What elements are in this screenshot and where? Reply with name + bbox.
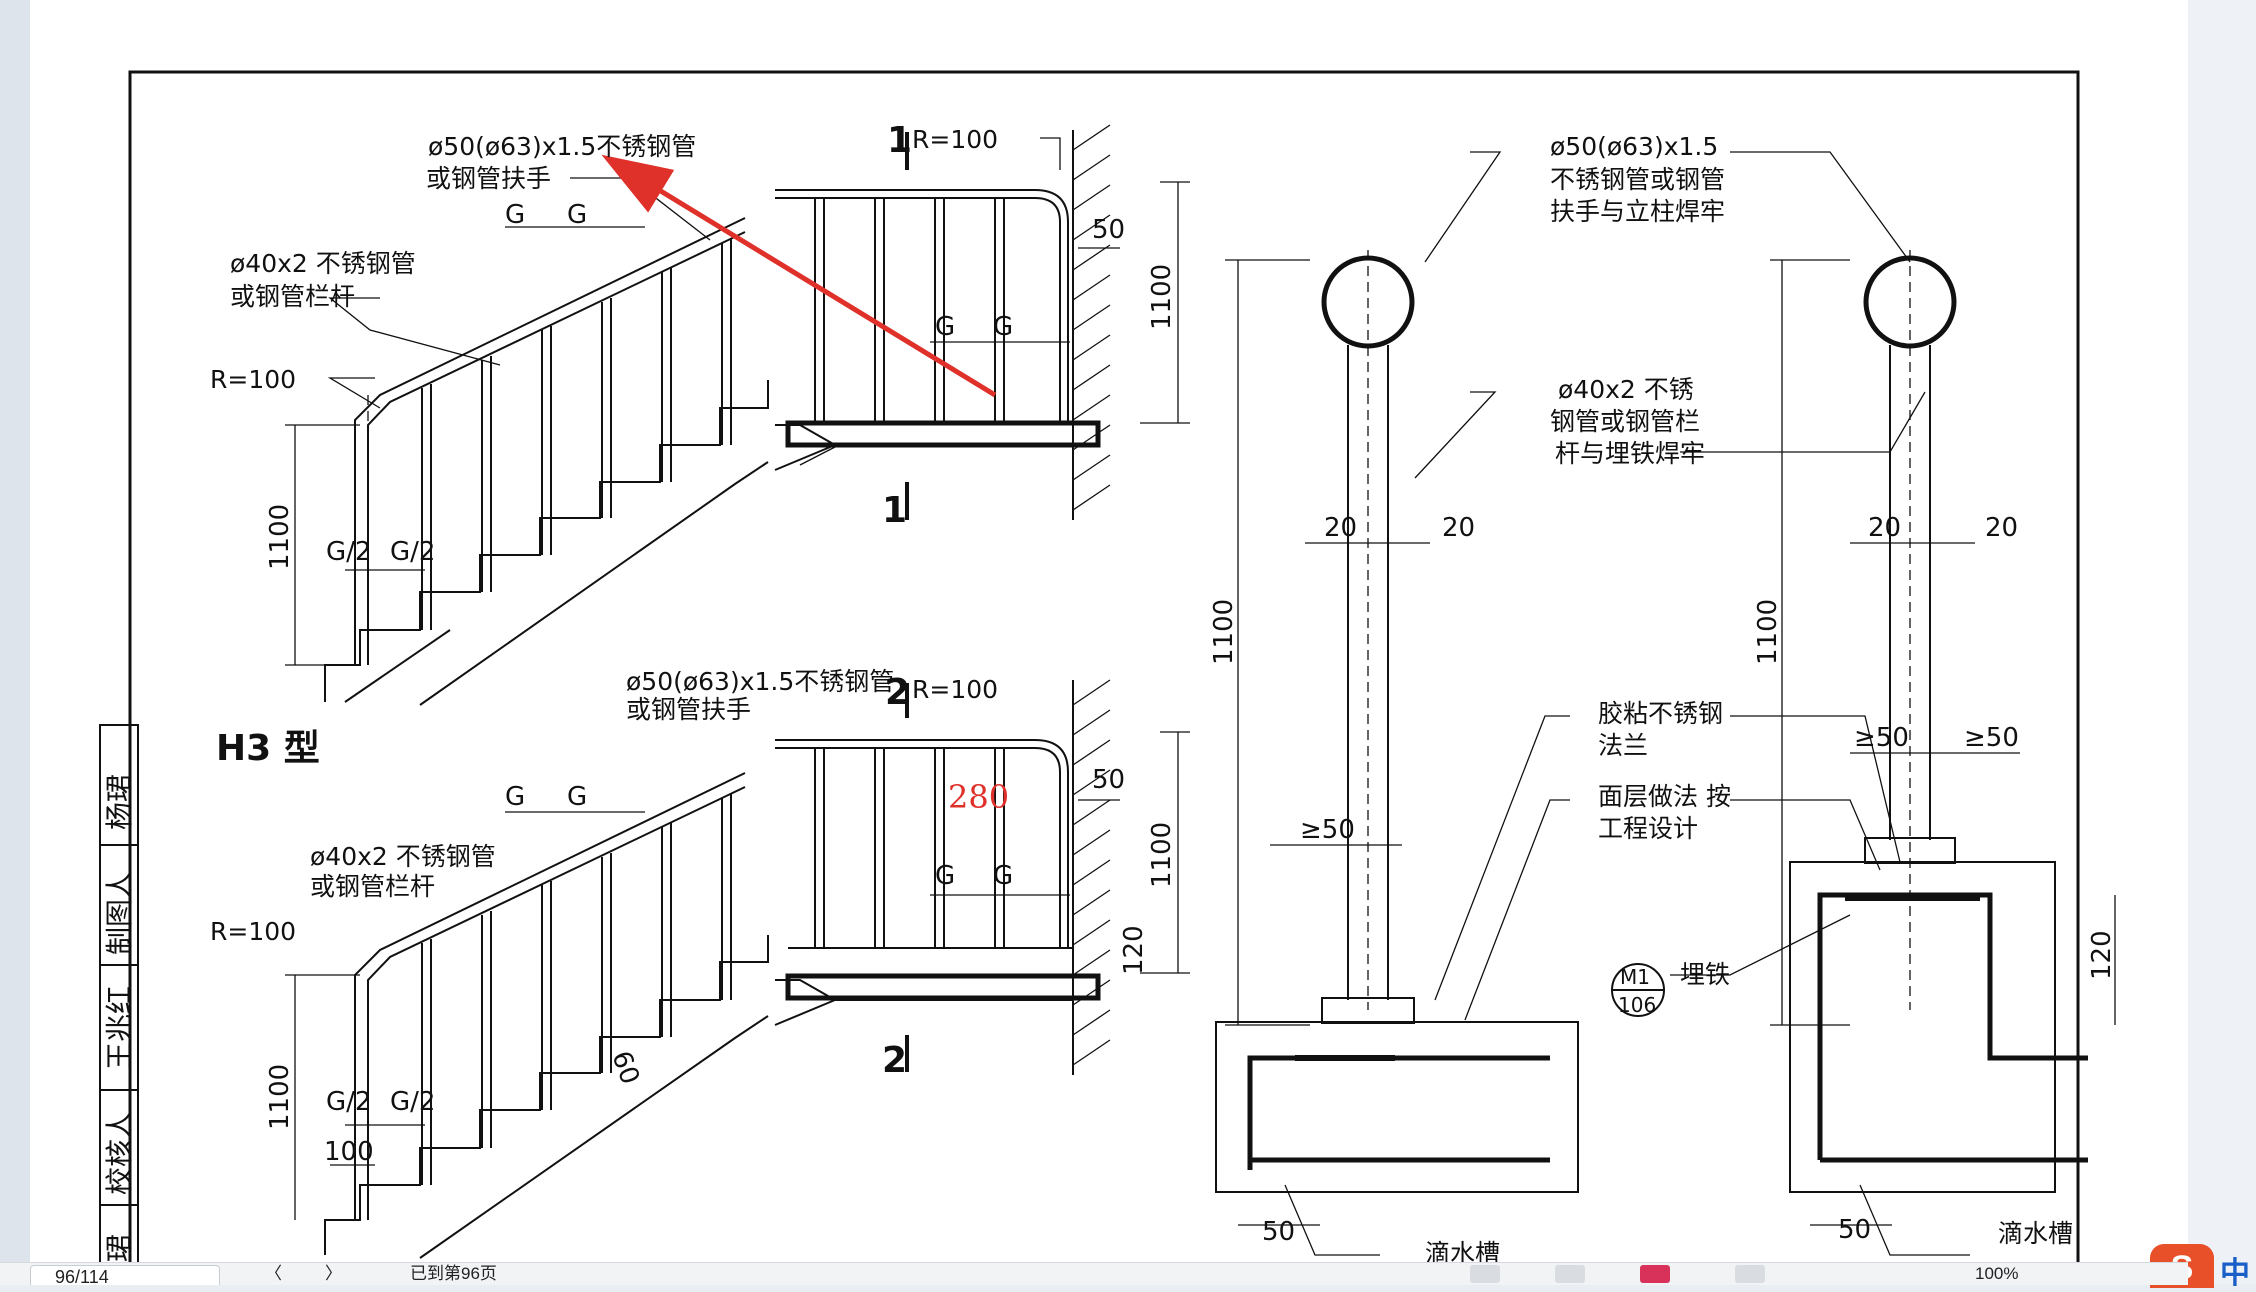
r100-b: R=100	[912, 125, 998, 154]
drawing-frame	[128, 70, 2080, 1262]
dim-50: 50	[1092, 765, 1125, 795]
goto-page-label: 已到第96页	[410, 1264, 497, 1283]
dim-20: 20	[1985, 513, 2018, 543]
viewer-toolbar: 96/114 〈 〉 已到第96页 100%	[0, 1262, 2188, 1285]
prev-page-button[interactable]: 〈	[265, 1264, 282, 1283]
dim-20: 20	[1442, 513, 1475, 543]
dim-50: 50	[1838, 1215, 1871, 1245]
double-page-view-button[interactable]	[1555, 1265, 1585, 1283]
r100-d: R=100	[912, 675, 998, 704]
titleblock-role-1: 制图人	[103, 871, 136, 955]
rail-spec-top-2: 或钢管扶手	[426, 164, 551, 193]
dim-g-half: G/2	[390, 537, 435, 567]
type-h3-label: H3 型	[216, 728, 320, 769]
embed-label: 埋铁	[1680, 960, 1730, 989]
dim-20: 20	[1324, 513, 1357, 543]
dim-g: G	[505, 782, 525, 812]
red-note: 280	[948, 778, 1009, 816]
right-bal-1: ø40x2 不锈	[1558, 375, 1694, 404]
post-detail-left	[1215, 250, 1579, 1226]
page-number-input[interactable]: 96/114	[30, 1265, 220, 1285]
drip-label-left: 滴水槽	[1425, 1239, 1500, 1262]
dim-g: G	[935, 312, 955, 342]
title-block: 杨珺 制图人 王兆红 校核人 珺	[99, 724, 139, 1262]
rail-spec-mid: ø50(ø63)x1.5不锈钢管	[626, 667, 894, 696]
dim-g-half: G/2	[326, 1087, 371, 1117]
viewer-right-strip	[2188, 0, 2256, 1284]
leader-lines	[327, 137, 1970, 1256]
top-stair-detail	[285, 124, 1190, 706]
dim-120: 120	[2087, 930, 2117, 980]
baluster-top: ø40x2 不锈钢管	[230, 249, 416, 278]
fit-page-button[interactable]	[1735, 1265, 1765, 1283]
zoom-level-label[interactable]: 100%	[1975, 1264, 2019, 1283]
dim-20: 20	[1868, 513, 1901, 543]
dim-g: G	[505, 200, 525, 230]
flange-1: 胶粘不锈钢	[1598, 699, 1723, 728]
dim-ge50: ≥50	[1854, 723, 1909, 753]
right-bal-2: 钢管或钢管栏	[1550, 407, 1700, 436]
r100-c: R=100	[210, 917, 296, 946]
titleblock-name-1: 杨珺	[103, 774, 136, 830]
dim-120: 120	[1119, 925, 1149, 975]
dim-100: 100	[324, 1137, 374, 1167]
document-page: ø50(ø63)x1.5不锈钢管 或钢管扶手 ø40x2 不锈钢管 或钢管栏杆 …	[30, 0, 2188, 1262]
viewer-left-strip	[0, 0, 31, 1284]
dim-1100: 1100	[265, 504, 295, 570]
baluster-bot-2: 或钢管栏杆	[310, 872, 435, 901]
dim-g-half: G/2	[390, 1087, 435, 1117]
dim-ge50: ≥50	[1964, 723, 2019, 753]
drip-label-right: 滴水槽	[1998, 1219, 2073, 1248]
dim-50: 50	[1262, 1217, 1295, 1247]
dim-1100: 1100	[1147, 264, 1177, 330]
dim-g: G	[993, 312, 1013, 342]
rail-spec-mid-2: 或钢管扶手	[626, 695, 751, 724]
section-2-top: 2	[885, 672, 910, 713]
post-detail-right	[1770, 250, 2116, 1226]
titleblock-role-2: 校核人	[103, 1111, 136, 1195]
dim-g: G	[567, 782, 587, 812]
rail-spec-top: ø50(ø63)x1.5不锈钢管	[428, 132, 696, 161]
ime-mode-icon[interactable]: 中	[2220, 1257, 2250, 1290]
next-page-button[interactable]: 〉	[325, 1264, 342, 1283]
m1-number: 106	[1618, 993, 1656, 1017]
baluster-bot: ø40x2 不锈钢管	[310, 842, 496, 871]
right-bal-3: 杆与埋铁焊牢	[1555, 439, 1705, 468]
m1-label: M1	[1620, 965, 1650, 989]
dim-g: G	[567, 200, 587, 230]
highlight-tool-button[interactable]	[1640, 1265, 1670, 1283]
right-rail-3: 扶手与立柱焊牢	[1550, 197, 1725, 226]
dim-ge50: ≥50	[1300, 815, 1355, 845]
right-rail-2: 不锈钢管或钢管	[1550, 165, 1725, 194]
single-page-view-button[interactable]	[1470, 1265, 1500, 1283]
section-2-bot: 2	[882, 1040, 907, 1081]
dim-g-half: G/2	[326, 537, 371, 567]
baluster-top-2: 或钢管栏杆	[230, 282, 355, 311]
titleblock-name-3: 珺	[103, 1234, 136, 1262]
r100-a: R=100	[210, 365, 296, 394]
surface-2: 工程设计	[1598, 814, 1698, 843]
annotation-arrow	[601, 154, 997, 398]
flange-2: 法兰	[1598, 731, 1648, 760]
section-1-bot: 1	[882, 490, 907, 531]
dim-1100: 1100	[1753, 599, 1783, 665]
dim-1100: 1100	[265, 1064, 295, 1130]
right-rail-1: ø50(ø63)x1.5	[1550, 132, 1718, 161]
bottom-stair-detail	[285, 679, 1190, 1259]
titleblock-name-2: 王兆红	[103, 986, 136, 1070]
stair-railing-drawing: ø50(ø63)x1.5不锈钢管 或钢管扶手 ø40x2 不锈钢管 或钢管栏杆 …	[99, 70, 2117, 1262]
dim-g: G	[993, 861, 1013, 891]
dim-1100: 1100	[1147, 822, 1177, 888]
surface-1: 面层做法 按	[1598, 782, 1731, 811]
dim-50: 50	[1092, 215, 1125, 245]
dim-g: G	[935, 861, 955, 891]
section-1-top: 1	[887, 120, 912, 161]
dim-1100: 1100	[1209, 599, 1239, 665]
